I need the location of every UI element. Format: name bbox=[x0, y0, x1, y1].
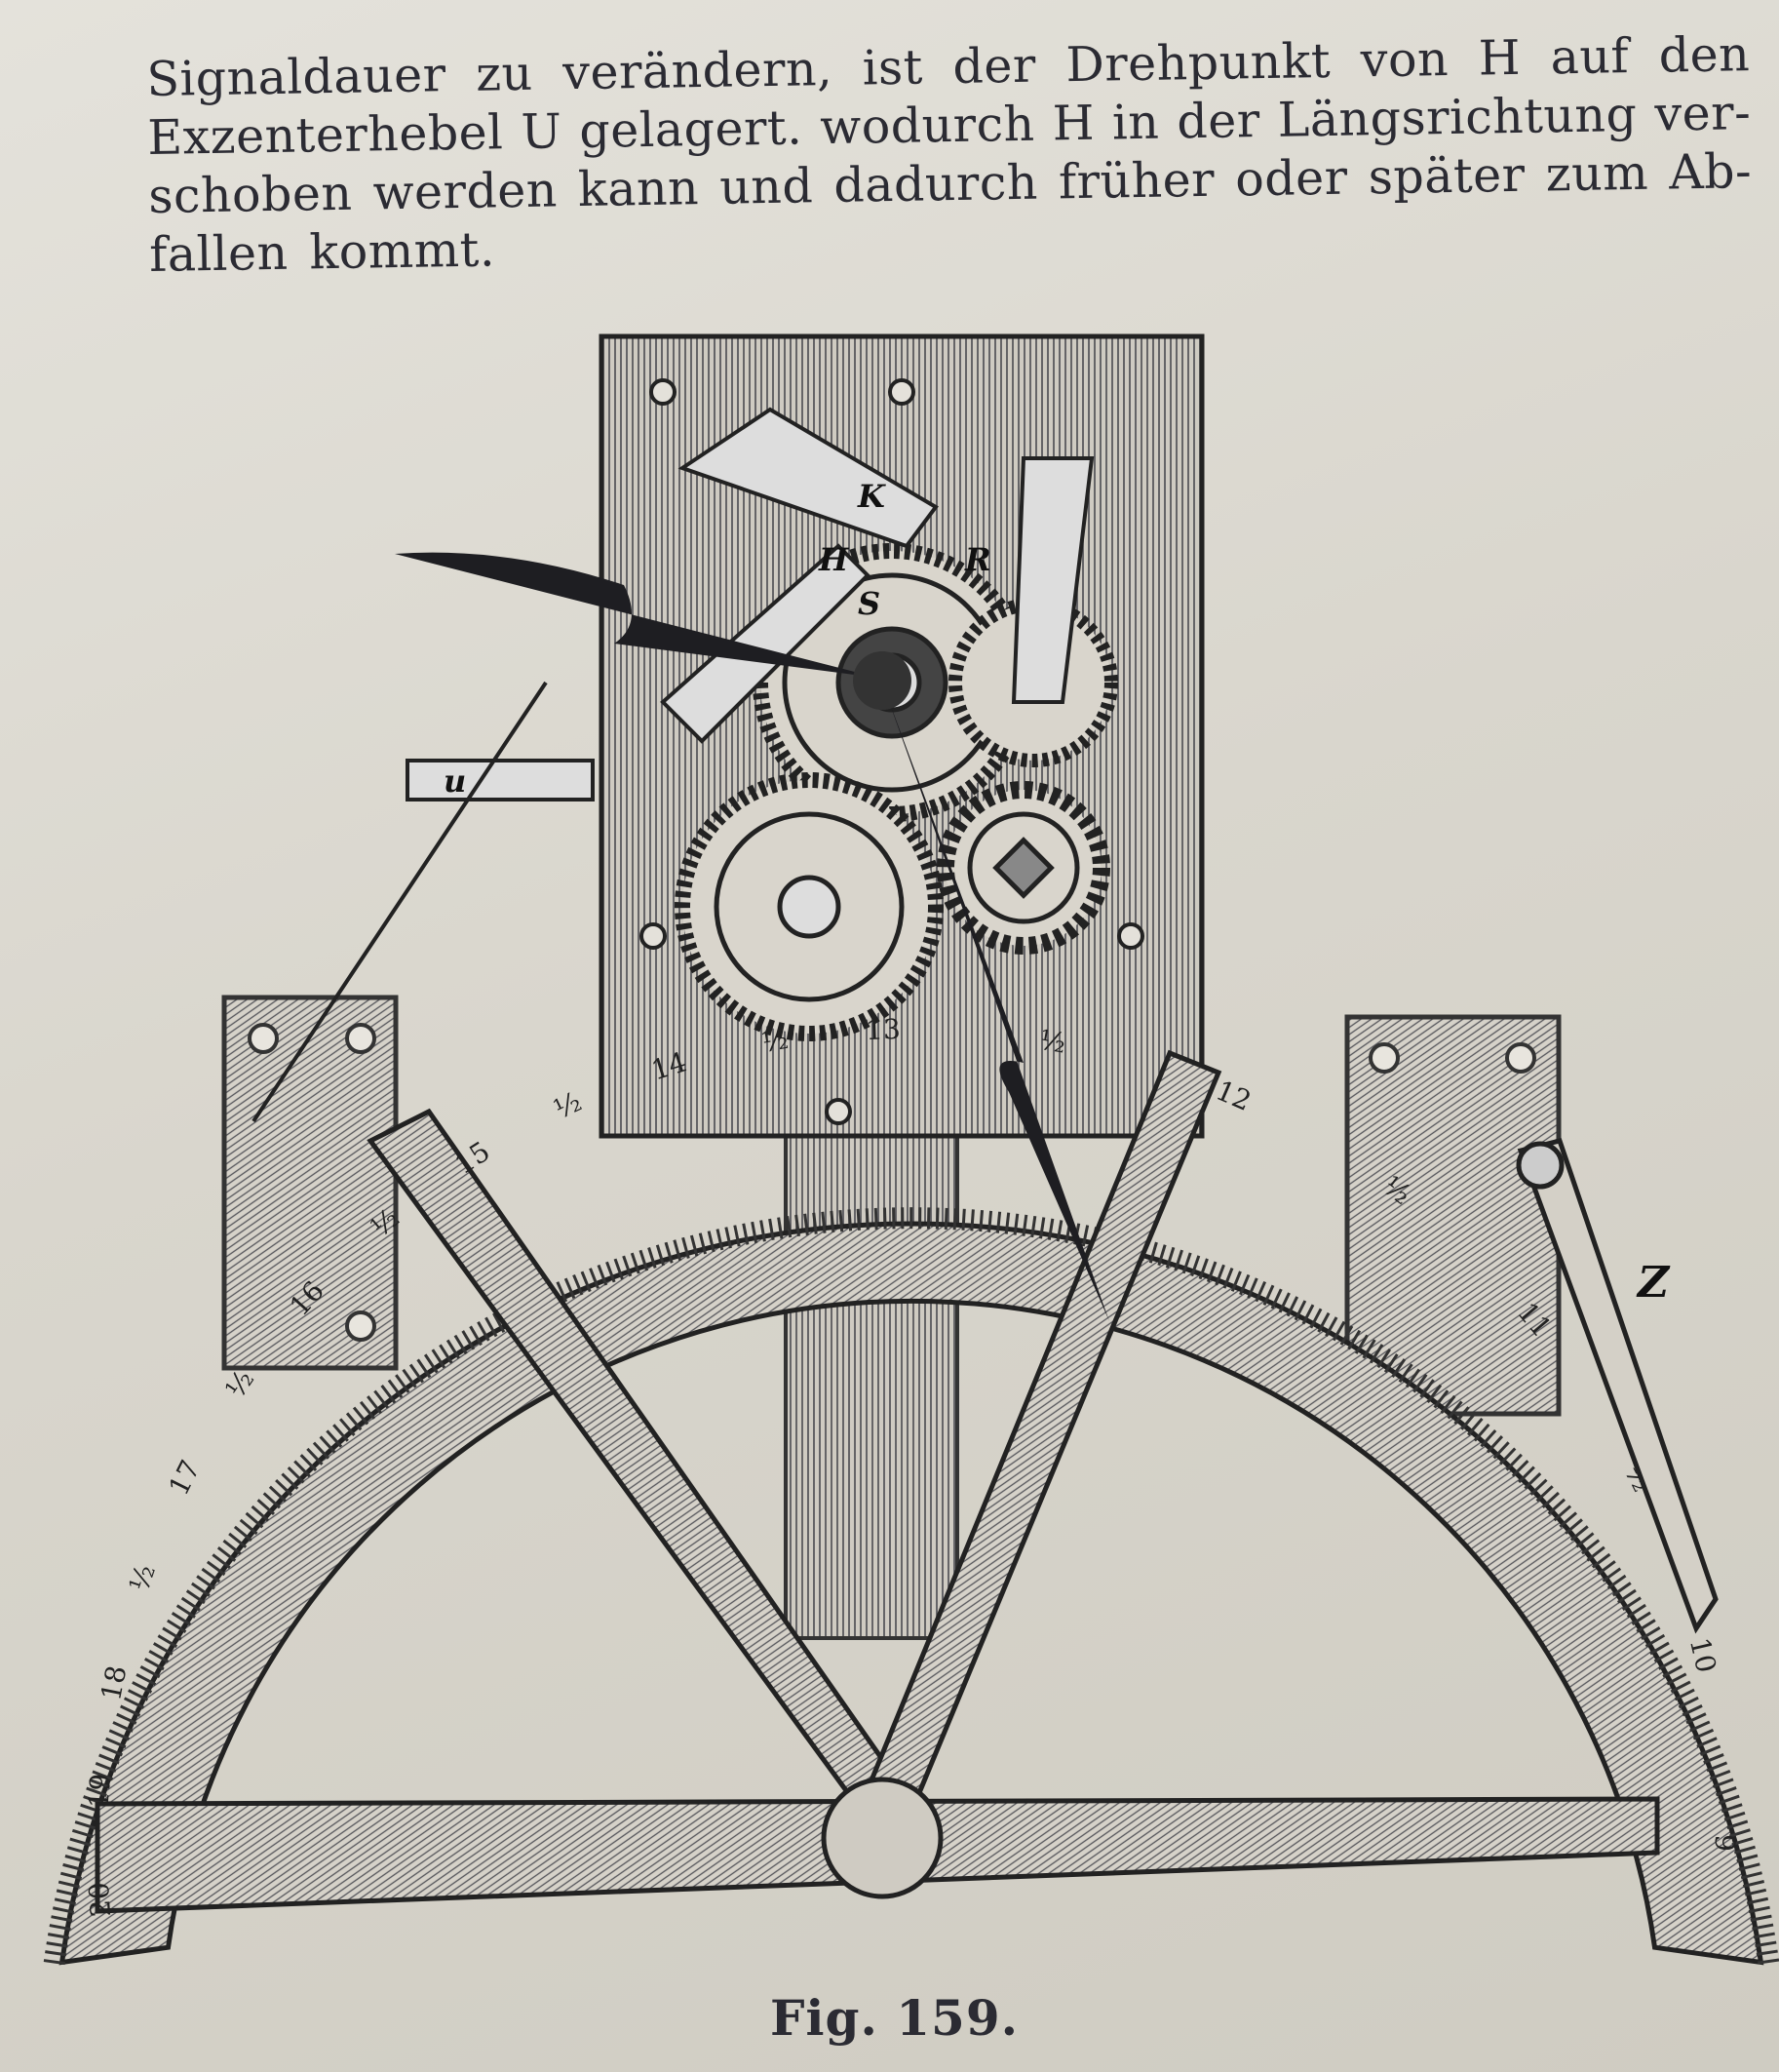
rod bbox=[251, 681, 548, 1123]
scale-label: 19 bbox=[83, 1773, 117, 1810]
scale-label: ½ bbox=[1037, 1024, 1068, 1060]
support-bar bbox=[784, 1129, 959, 1640]
figure-caption: Fig. 159. bbox=[770, 1989, 1020, 2047]
scale-label: 17 bbox=[163, 1455, 207, 1501]
label-h: H bbox=[818, 541, 850, 578]
label-u: u bbox=[444, 762, 466, 800]
lever-u bbox=[406, 759, 595, 801]
label-z: Z bbox=[1636, 1258, 1671, 1308]
scale-label: 18 bbox=[95, 1662, 133, 1702]
scale-label: 20 bbox=[83, 1881, 117, 1918]
right-bracket bbox=[1344, 1014, 1562, 1417]
scale-label: 12 bbox=[1212, 1075, 1257, 1117]
scale-label: 10 bbox=[1683, 1634, 1722, 1675]
scale-label: ½ bbox=[759, 1023, 791, 1059]
label-s: S bbox=[858, 585, 880, 622]
scale-label: ½ bbox=[123, 1560, 162, 1595]
scale-label: 13 bbox=[865, 1013, 901, 1046]
label-k: K bbox=[857, 478, 886, 515]
pointer-hands bbox=[395, 552, 1109, 1321]
label-r: R bbox=[964, 541, 991, 578]
scale-label: ½ bbox=[549, 1085, 587, 1125]
left-bracket bbox=[221, 995, 399, 1371]
scale-label: 9 bbox=[1709, 1834, 1741, 1852]
